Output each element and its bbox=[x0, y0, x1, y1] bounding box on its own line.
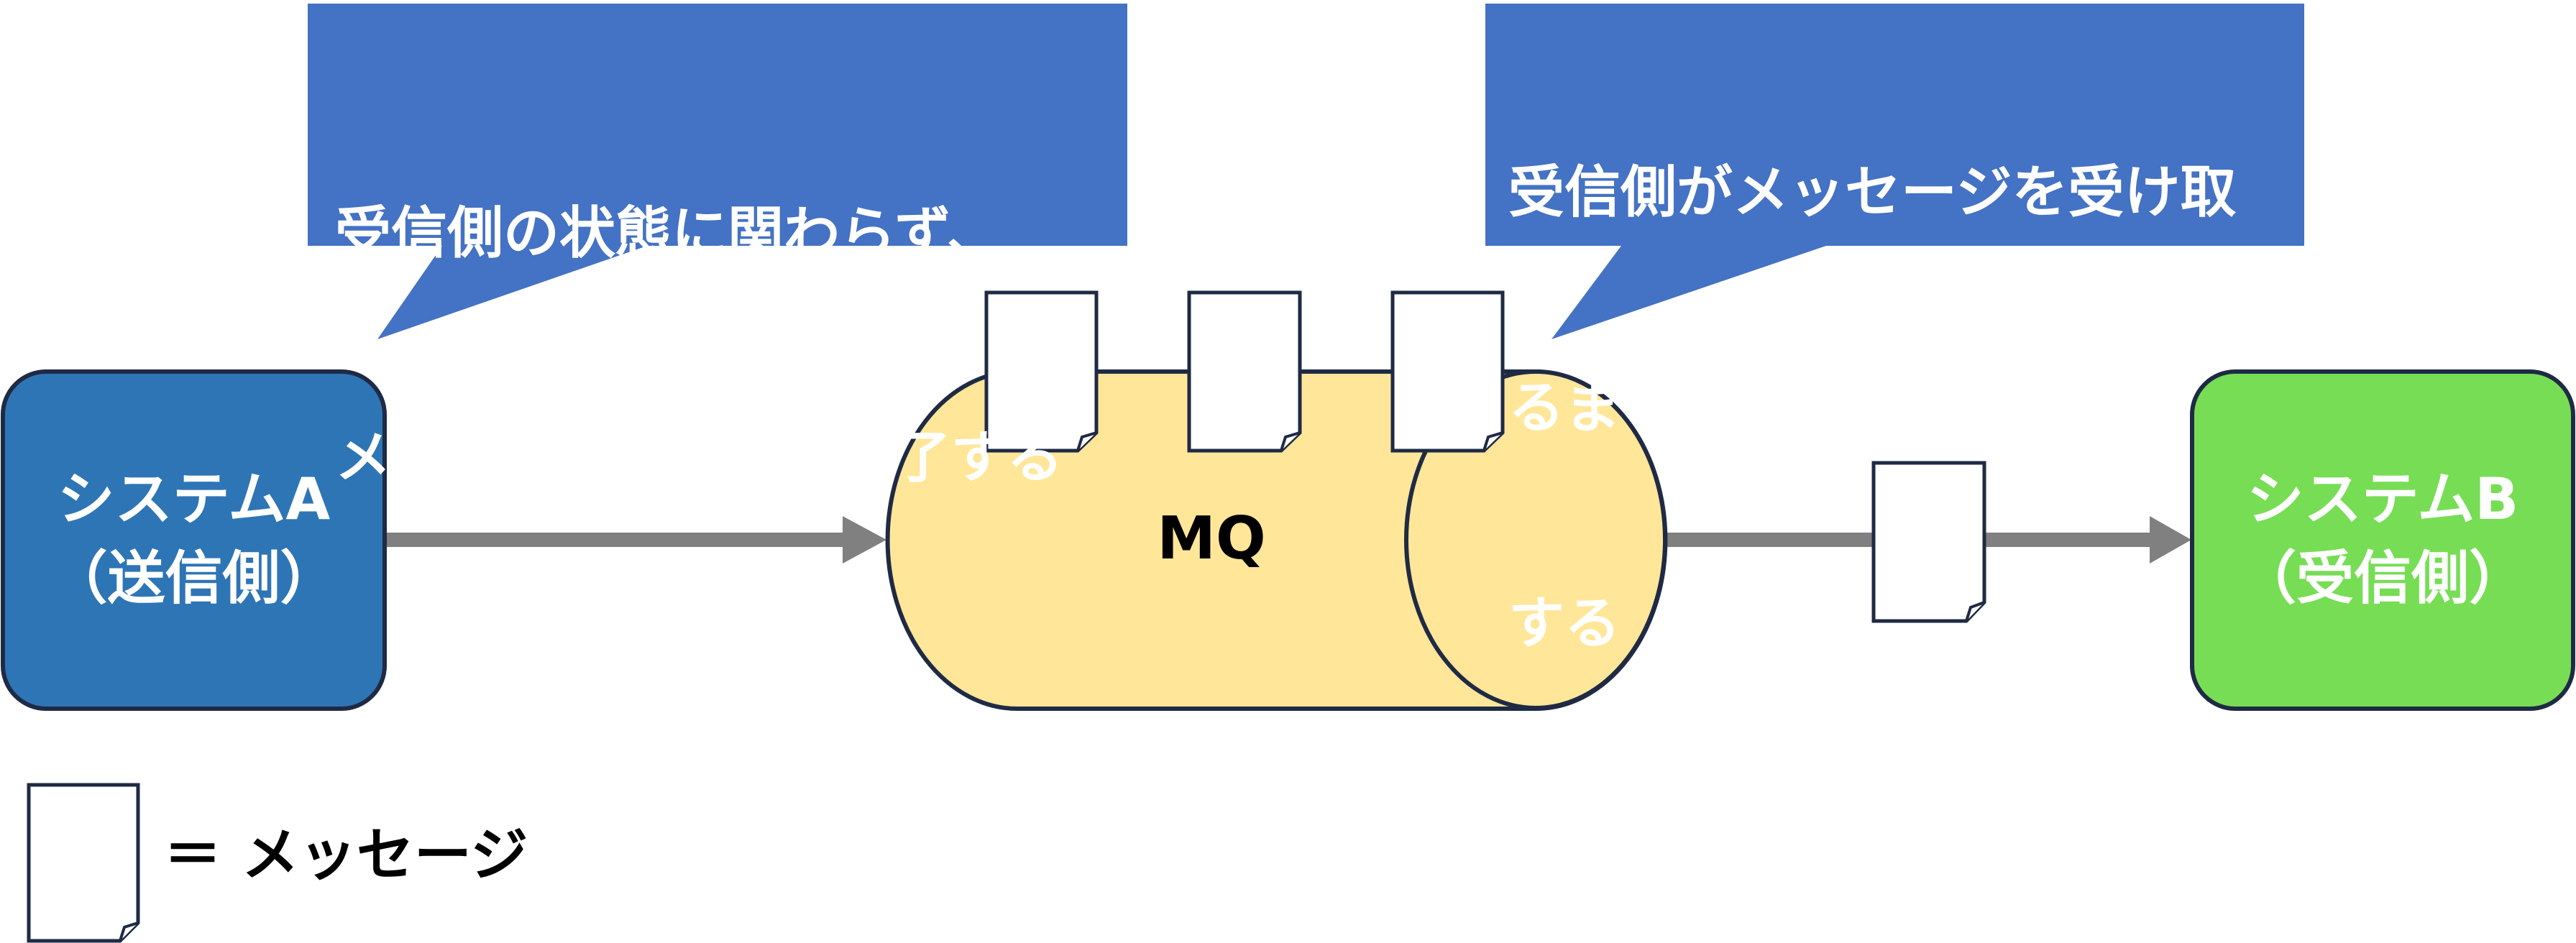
message-icon bbox=[1187, 290, 1302, 453]
system-a-box bbox=[1, 369, 387, 711]
system-b-name: システムB bbox=[2246, 466, 2519, 533]
callout-right-line1: 受信側がメッセージを受け取 bbox=[1508, 160, 2237, 225]
callout-right-line3: する bbox=[1508, 592, 1621, 656]
callout-right-line2: るまで、メッセージを保持 bbox=[1508, 376, 2178, 441]
callout-left-line1: 受信側の状態に関わらず、 bbox=[335, 201, 1003, 266]
callout-right-text: 受信側がメッセージを受け取 るまで、メッセージを保持 する bbox=[1508, 13, 2299, 732]
legend-label: ＝ メッセージ bbox=[164, 822, 528, 888]
message-icon bbox=[1390, 290, 1505, 453]
system-b-label: システムB （受信側） bbox=[2192, 460, 2573, 618]
system-a-role: （送信側） bbox=[50, 545, 338, 612]
system-a-name: システムA bbox=[57, 466, 331, 533]
callout-left-text: 受信側の状態に関わらず、 メッセージの送信が完了する bbox=[335, 47, 1119, 570]
message-icon bbox=[984, 290, 1099, 453]
message-icon bbox=[1871, 461, 1986, 623]
callout-left-line2: メッセージの送信が完了する bbox=[335, 426, 1063, 490]
mq-cylinder bbox=[885, 369, 1668, 711]
callout-right bbox=[1485, 4, 2304, 339]
legend-message-icon bbox=[27, 783, 140, 943]
arrow-a-to-mq bbox=[386, 516, 886, 564]
mq-label: MQ bbox=[1157, 505, 1266, 573]
system-a-label: システムA （送信側） bbox=[3, 460, 385, 618]
system-b-role: （受信側） bbox=[2239, 545, 2526, 612]
system-b-box bbox=[2190, 369, 2575, 711]
callout-left bbox=[308, 4, 1127, 339]
